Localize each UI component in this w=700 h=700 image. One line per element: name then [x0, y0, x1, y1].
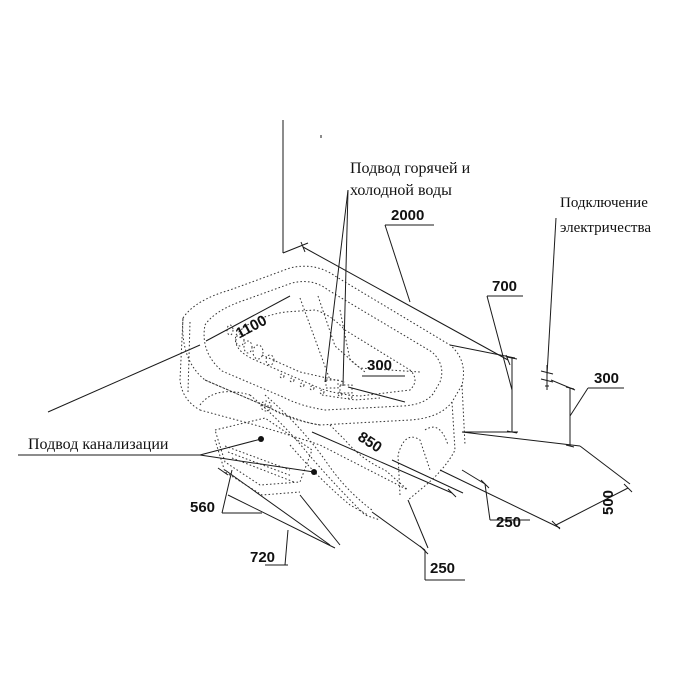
dimension-electric-height-text: 300 — [594, 370, 619, 387]
dimension-electric-offset: 500 — [439, 445, 633, 530]
left-guide-line — [47, 344, 201, 413]
dimension-drain-length-text: 720 — [250, 549, 275, 566]
dimension-front-offset-bottom-text: 250 — [430, 560, 455, 577]
dimension-width-inner-text: 1100 — [233, 312, 270, 342]
dimension-drain-length: 720 — [227, 494, 341, 566]
dimension-electric-offset-text: 500 — [600, 490, 617, 515]
dimension-electric-height: 300 — [461, 370, 624, 448]
water-supply-callout: Подвод горячей и холодной воды — [320, 135, 471, 387]
dimension-water-offset: 300 — [347, 357, 406, 403]
water-supply-label-line1: Подвод горячей и — [350, 160, 471, 177]
electric-label-line2: электричества — [560, 220, 651, 236]
water-supply-label-line2: холодной воды — [350, 182, 452, 199]
dimension-front-offset-right-text: 250 — [496, 514, 521, 531]
dimension-center-depth: 850 — [311, 428, 464, 498]
bathtub-outline — [179, 265, 466, 521]
dimension-height-text: 700 — [492, 278, 517, 295]
electric-callout: Подключение электричества — [540, 195, 651, 390]
dimension-length-text: 2000 — [391, 207, 424, 224]
drain-label: Подвод канализации — [28, 436, 169, 453]
electric-label-line1: Подключение — [560, 195, 648, 211]
dimension-front-offset-bottom: 250 — [371, 499, 465, 581]
dimension-water-offset-text: 300 — [367, 357, 392, 374]
dimension-drain-width-text: 560 — [190, 499, 215, 516]
dimension-width-inner: 1100 — [205, 295, 291, 342]
dimension-height: 700 — [462, 278, 523, 434]
drain-callout: Подвод канализации — [18, 436, 315, 473]
dimension-length: 2000 — [282, 207, 516, 366]
dimension-drain-width: 560 — [190, 467, 331, 546]
dimension-front-offset-right: 250 — [461, 469, 530, 531]
